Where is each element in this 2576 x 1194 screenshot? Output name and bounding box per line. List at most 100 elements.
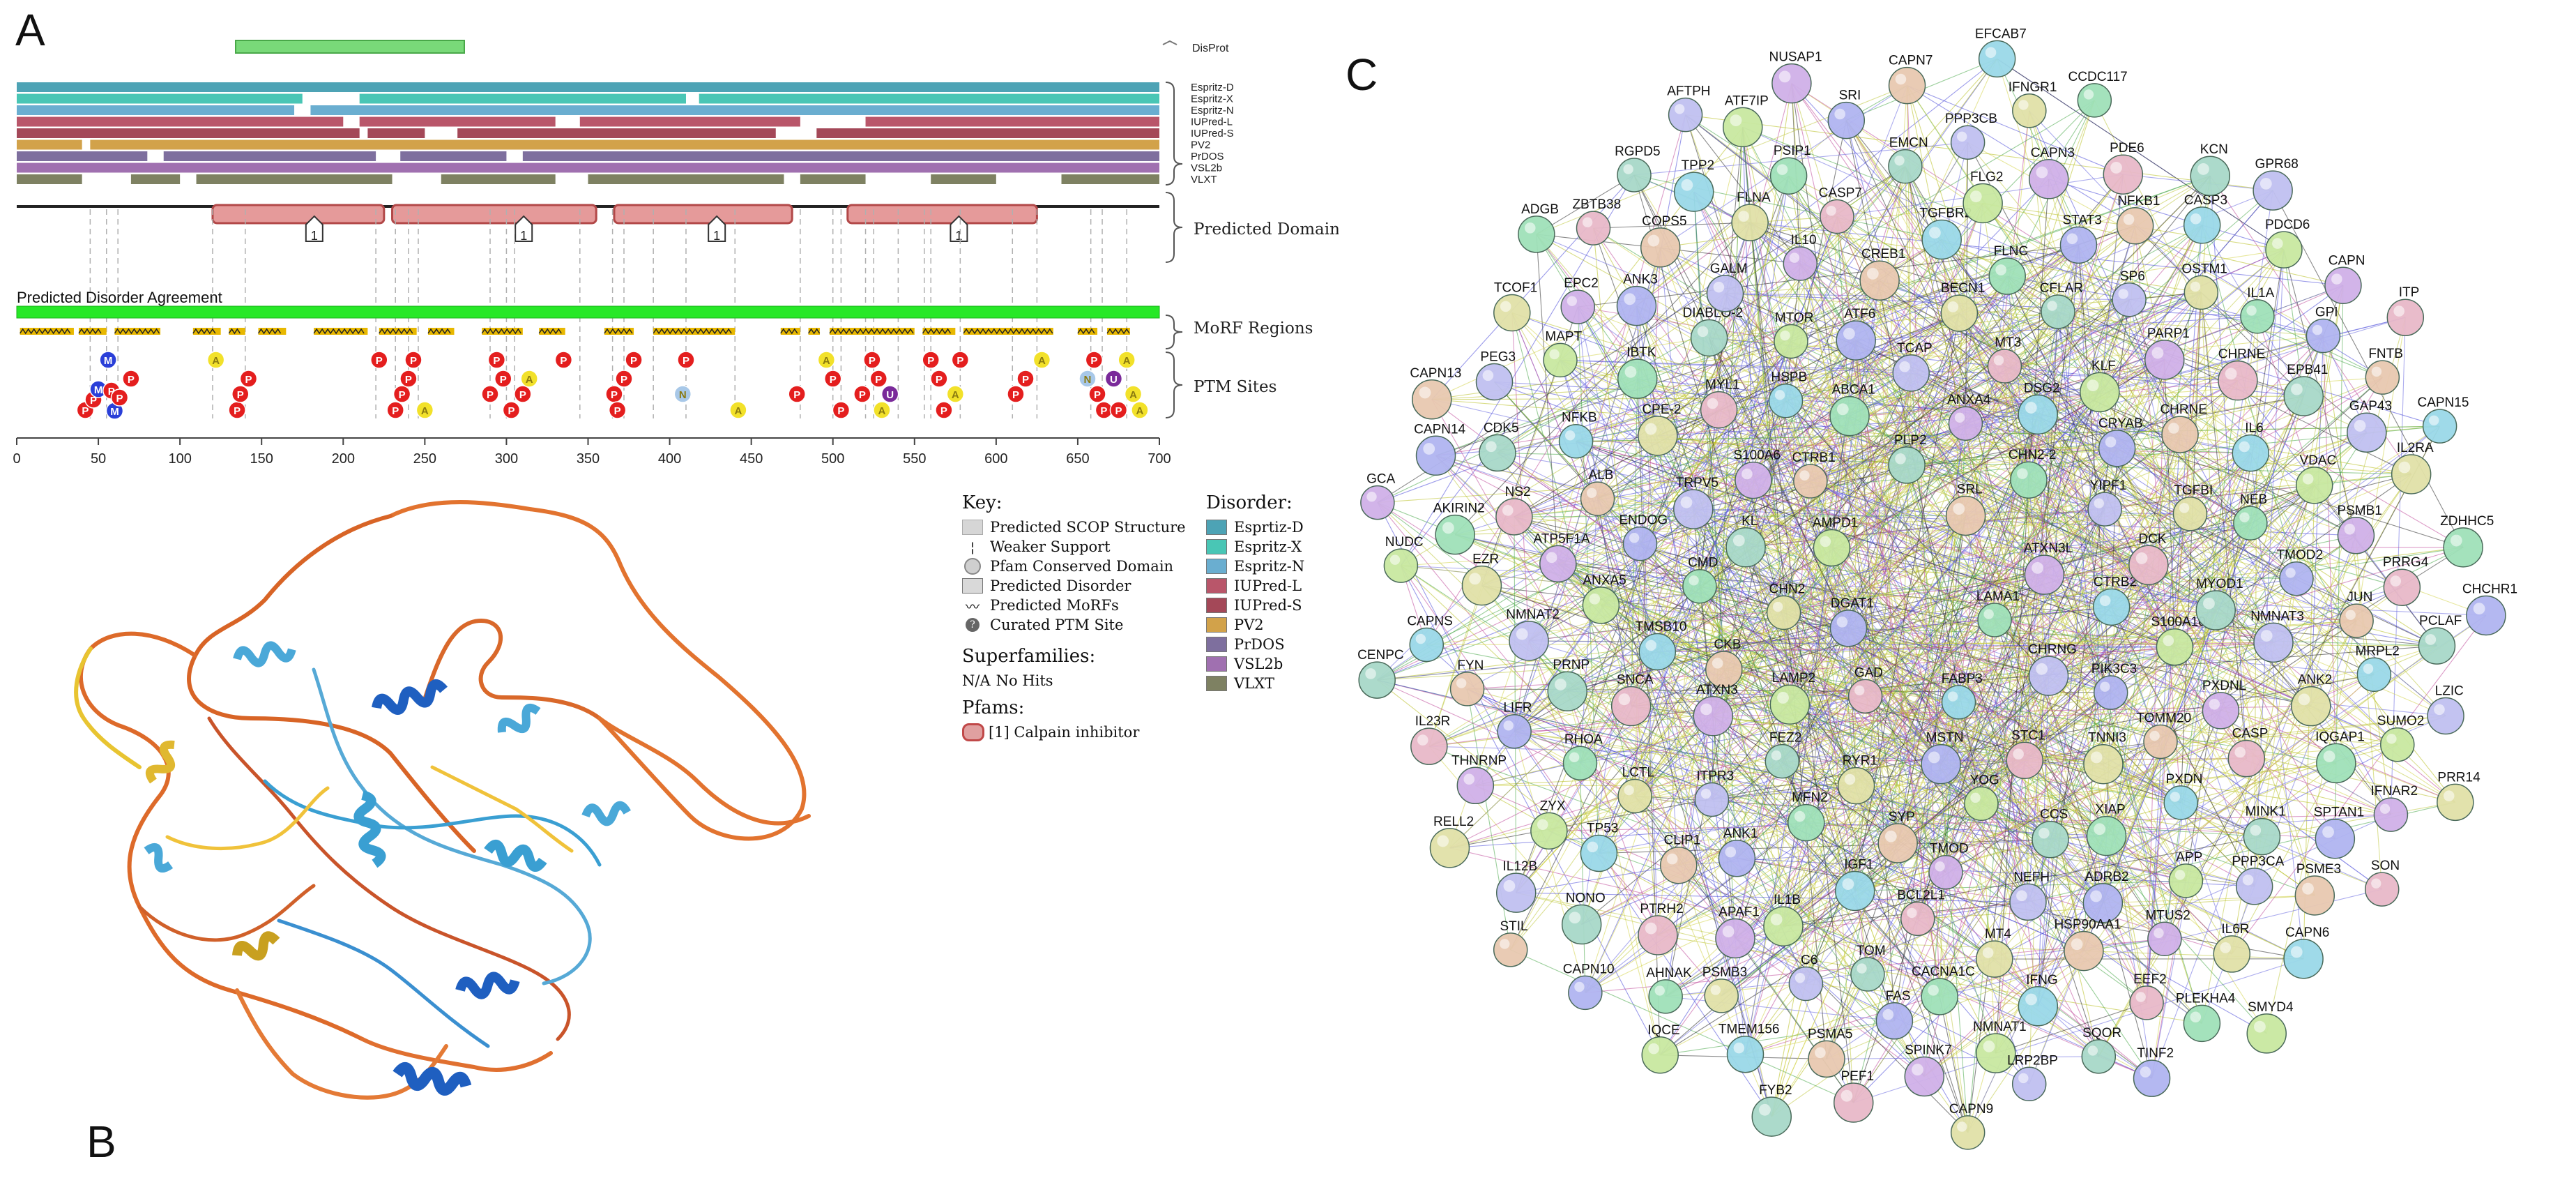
network-node[interactable]: MFN2 <box>1788 791 1828 842</box>
network-node[interactable]: AHNAK <box>1646 966 1692 1014</box>
network-node[interactable]: NS2 <box>1495 485 1533 536</box>
network-node[interactable]: NEB <box>2233 492 2268 541</box>
network-node[interactable]: TGFBI <box>2172 483 2213 531</box>
network-node[interactable]: CHCHR1 <box>2462 582 2517 636</box>
network-node[interactable]: LRP2BP <box>2007 1053 2058 1102</box>
network-node[interactable]: EFCAB7 <box>1975 27 2027 78</box>
network-node[interactable]: PDE6 <box>2103 141 2144 195</box>
network-node[interactable]: PSMB1 <box>2337 504 2382 554</box>
network-node[interactable]: CHRNE <box>2218 347 2266 401</box>
network-node[interactable]: RYR1 <box>1837 754 1877 805</box>
network-node[interactable]: CCDC117 <box>2068 70 2128 118</box>
network-node[interactable]: IL23R <box>1410 714 1451 765</box>
network-node[interactable]: TOMM20 <box>2136 711 2191 760</box>
network-node[interactable]: PTRH2 <box>1638 902 1684 955</box>
network-node[interactable]: IFNAR2 <box>2370 784 2418 832</box>
network-node[interactable]: TP53 <box>1580 821 1618 872</box>
network-node[interactable]: CPE-2 <box>1638 402 1682 456</box>
network-node[interactable]: IL12B <box>1495 859 1537 913</box>
network-node[interactable]: PIK3C3 <box>2091 662 2137 710</box>
network-node[interactable]: CASP <box>2227 727 2268 778</box>
network-node[interactable]: PPP3CA <box>2232 854 2285 905</box>
network-node[interactable]: KL <box>1725 514 1766 568</box>
network-node[interactable]: APP <box>2168 850 2204 898</box>
network-node[interactable]: THNRNP <box>1451 753 1507 805</box>
network-node[interactable]: ANK3 <box>1616 273 1658 326</box>
network-node[interactable]: NMNAT2 <box>1506 607 1560 661</box>
network-node[interactable]: CTRB1 <box>1792 451 1836 499</box>
network-node[interactable]: CAPN7 <box>1888 54 1933 105</box>
network-node[interactable]: PARP1 <box>2144 326 2190 380</box>
network-node[interactable]: CAPN14 <box>1414 422 1466 476</box>
network-node[interactable]: HSPB <box>1768 370 1807 418</box>
network-node[interactable]: CHRNE <box>2160 402 2207 453</box>
network-node[interactable]: GAP43 <box>2347 399 2392 453</box>
network-node[interactable]: ALB <box>1580 468 1615 516</box>
network-node[interactable]: SYP <box>1877 810 1918 863</box>
network-node[interactable]: CHN2-2 <box>2009 448 2057 499</box>
network-node[interactable]: CDK5 <box>1479 421 1519 472</box>
network-node[interactable]: STAT3 <box>2059 213 2102 264</box>
network-node[interactable]: EEF2 <box>2129 972 2167 1020</box>
network-node[interactable]: LZIC <box>2427 683 2464 735</box>
network-node[interactable]: ZDHHC5 <box>2440 514 2494 568</box>
network-node[interactable]: OSTM1 <box>2181 262 2227 310</box>
network-node[interactable]: CENPC <box>1357 648 1404 699</box>
network-node[interactable]: IL6 <box>2232 421 2270 472</box>
network-node[interactable]: GCA <box>1360 472 1396 520</box>
network-node[interactable]: MYOD1 <box>2195 577 2243 630</box>
network-node[interactable]: IFNGR1 <box>2009 80 2057 128</box>
network-node[interactable]: IL6R <box>2213 922 2251 973</box>
network-node[interactable]: FABP3 <box>1942 672 1983 720</box>
network-node[interactable]: TMOD2 <box>2277 548 2324 596</box>
network-node[interactable]: PDCD6 <box>2265 218 2310 269</box>
network-node[interactable]: STC1 <box>2006 728 2045 780</box>
network-node[interactable]: IL1B <box>1763 893 1804 946</box>
network-node[interactable]: DCK <box>2128 531 2169 586</box>
network-node[interactable]: GPR68 <box>2253 157 2299 211</box>
network-node[interactable]: SMYD4 <box>2246 1000 2294 1054</box>
network-node[interactable]: DGAT1 <box>1829 596 1874 647</box>
network-node[interactable]: CAPN15 <box>2417 395 2469 444</box>
network-node[interactable]: SUMO2 <box>2377 714 2425 762</box>
network-node[interactable]: RELL2 <box>1429 815 1474 868</box>
network-node[interactable]: CAPN <box>2324 253 2365 305</box>
network-node[interactable]: SRI <box>1827 89 1866 139</box>
network-node[interactable]: ENDOG <box>1619 513 1668 561</box>
network-node[interactable]: YOG <box>1964 773 1999 822</box>
network-node[interactable]: NFKB <box>1558 411 1597 459</box>
network-node[interactable]: TRPV5 <box>1673 476 1718 529</box>
network-node[interactable]: COPS5 <box>1640 214 1687 268</box>
network-node[interactable]: PEG3 <box>1475 349 1516 401</box>
network-node[interactable]: EMCN <box>1888 136 1928 184</box>
network-node[interactable]: YIPF1 <box>2087 478 2126 527</box>
network-node[interactable]: CKB <box>1705 637 1743 688</box>
network-node[interactable]: MTOR <box>1774 311 1814 359</box>
network-node[interactable]: AKIRIN2 <box>1433 501 1485 555</box>
network-node[interactable]: IL10 <box>1783 233 1818 281</box>
network-node[interactable]: VDAC <box>2295 453 2337 504</box>
network-node[interactable]: ATF6 <box>1836 307 1876 361</box>
network-node[interactable]: TMOD <box>1928 842 1969 890</box>
network-node[interactable]: GPI <box>2306 305 2341 354</box>
network-node[interactable]: MYL1 <box>1700 378 1740 429</box>
network-node[interactable]: PSIP1 <box>1769 144 1811 195</box>
network-node[interactable]: ANK1 <box>1718 826 1758 877</box>
network-node[interactable]: PRR14 <box>2437 770 2480 822</box>
network-node[interactable]: EPB41 <box>2283 363 2328 416</box>
network-node[interactable]: MINK1 <box>2243 805 2286 856</box>
network-node[interactable]: RHOA <box>1562 732 1603 780</box>
network-node[interactable]: TCAP <box>1892 341 1933 392</box>
network-node[interactable]: ABCA1 <box>1829 383 1875 437</box>
network-node[interactable]: PLP2 <box>1888 433 1927 484</box>
network-node[interactable]: PRRG4 <box>2383 555 2429 606</box>
network-node[interactable]: DIABLO-2 <box>1683 306 1744 357</box>
network-node[interactable]: CASP3 <box>2183 193 2227 244</box>
network-node[interactable]: SPINK7 <box>1904 1043 1952 1097</box>
network-node[interactable]: CFLAR <box>2040 281 2083 329</box>
network-node[interactable]: CREB1 <box>1859 247 1905 301</box>
network-node[interactable]: ADGB <box>1518 202 1559 253</box>
network-node[interactable]: TMEM156 <box>1718 1022 1780 1073</box>
network-node[interactable]: CCS <box>2032 808 2069 859</box>
network-node[interactable]: ANXA4 <box>1947 393 1991 441</box>
